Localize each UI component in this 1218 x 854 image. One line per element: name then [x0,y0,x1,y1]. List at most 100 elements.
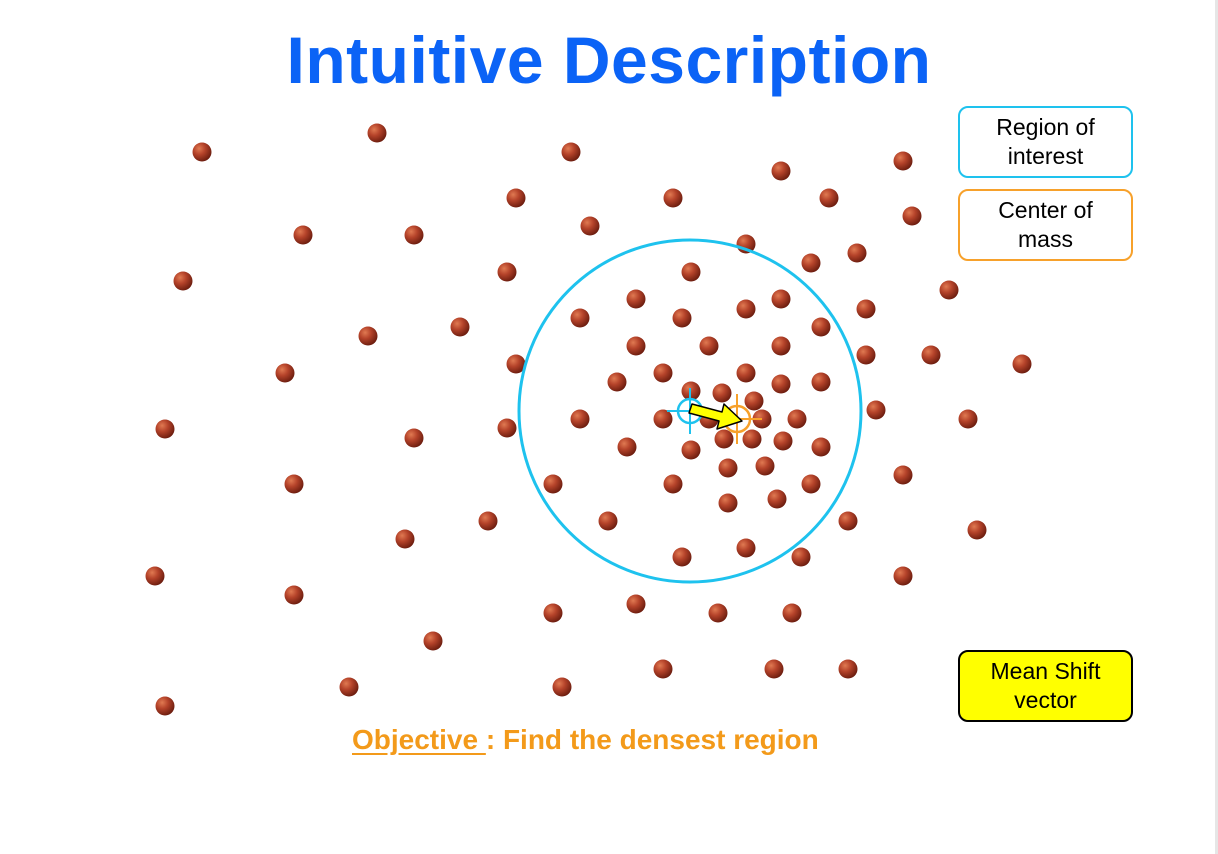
data-point [506,188,526,208]
data-point [958,409,978,429]
data-point [801,474,821,494]
data-point [736,299,756,319]
data-point [543,474,563,494]
data-point [284,474,304,494]
data-point [663,188,683,208]
data-point [580,216,600,236]
data-point [663,474,683,494]
data-point [607,372,627,392]
data-point [718,458,738,478]
data-point [145,566,165,586]
data-point [714,429,734,449]
slide-edge [1215,0,1218,854]
objective-text: : Find the densest region [485,724,819,755]
data-point [811,372,831,392]
legend-center-label: Center of mass [998,197,1093,252]
data-point [367,123,387,143]
objective-label: Objective [352,724,486,755]
data-point [744,391,764,411]
data-point [736,363,756,383]
data-point [791,547,811,567]
data-point [423,631,443,651]
data-point [755,456,775,476]
data-point [847,243,867,263]
data-point [570,409,590,429]
data-point [275,363,295,383]
data-point [967,520,987,540]
data-point [672,547,692,567]
data-point [902,206,922,226]
data-point [284,585,304,605]
mean-shift-vector-arrow [688,403,743,430]
data-point [771,374,791,394]
data-point [155,696,175,716]
data-points [145,123,1032,716]
data-point [626,594,646,614]
data-point [718,493,738,513]
data-point [506,354,526,374]
data-point [742,429,762,449]
data-point [358,326,378,346]
data-point [921,345,941,365]
data-point [497,262,517,282]
legend-center-of-mass: Center of mass [958,189,1133,261]
data-point [155,419,175,439]
data-point [395,529,415,549]
data-point [681,262,701,282]
legend-region-of-interest: Region of interest [958,106,1133,178]
page-title: Intuitive Description [286,23,932,97]
data-point [561,142,581,162]
data-point [653,363,673,383]
data-point [617,437,637,457]
legend-shift-label: Mean Shift vector [990,658,1101,713]
data-point [712,383,732,403]
data-point [838,511,858,531]
data-point [771,161,791,181]
region-of-interest-circle [517,238,863,584]
data-point [404,225,424,245]
data-point [1012,354,1032,374]
data-point [173,271,193,291]
data-point [893,465,913,485]
data-point [450,317,470,337]
data-point [598,511,618,531]
data-point [819,188,839,208]
objective-caption: Objective : Find the densest region [352,724,819,756]
data-point [856,299,876,319]
data-point [939,280,959,300]
data-point [339,677,359,697]
data-point [771,336,791,356]
data-point [893,566,913,586]
data-point [767,489,787,509]
data-point [773,431,793,451]
data-point [771,289,791,309]
data-point [552,677,572,697]
data-point [838,659,858,679]
data-point [866,400,886,420]
data-point [782,603,802,623]
data-point [626,336,646,356]
data-point [708,603,728,623]
data-point [801,253,821,273]
data-point [699,336,719,356]
data-point [893,151,913,171]
data-point [764,659,784,679]
data-point [736,538,756,558]
data-point [787,409,807,429]
data-point [672,308,692,328]
data-point [856,345,876,365]
data-point [653,409,673,429]
data-point [626,289,646,309]
data-point [293,225,313,245]
data-point [811,437,831,457]
data-point [404,428,424,448]
data-point [192,142,212,162]
data-point [543,603,563,623]
legend-region-label: Region of interest [996,114,1095,169]
data-point [570,308,590,328]
data-point [653,659,673,679]
data-point [497,418,517,438]
data-point [478,511,498,531]
data-point [681,440,701,460]
